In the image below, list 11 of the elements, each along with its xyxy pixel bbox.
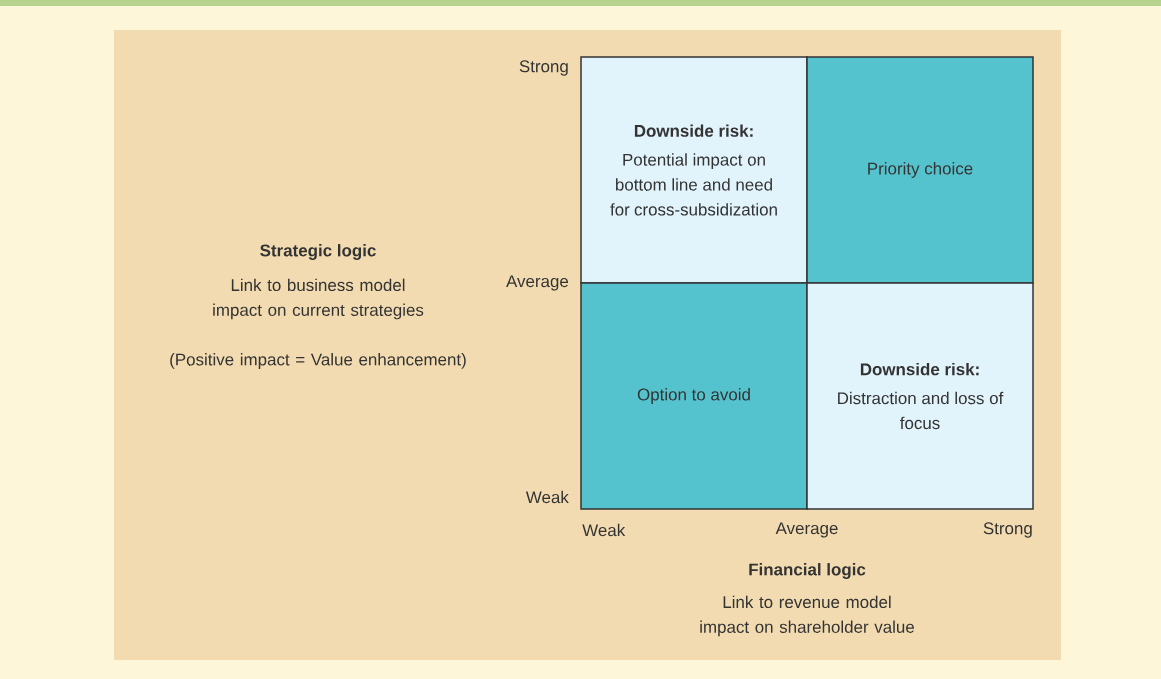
- quadrant-box: Downside risk: Potential impact on bottom line and need for cross-subsidization: [580, 56, 808, 284]
- axis-title: Strategic logic: [260, 244, 376, 260]
- quadrant-box: Priority choice: [806, 56, 1034, 284]
- axis-title: Financial logic: [749, 563, 866, 579]
- quadrant-box: Downside risk: Distraction and loss of focus: [806, 282, 1034, 510]
- axis-description: Link to business model impact on current strategies: [213, 278, 424, 320]
- axis-tick-label: Average: [775, 522, 838, 538]
- axis-tick-label: Average: [506, 275, 569, 291]
- quadrant-box: Option to avoid: [580, 282, 808, 510]
- axis-description: Link to revenue model impact on shareholder value: [700, 595, 914, 637]
- axis-description: (Positive impact = Value enhancement): [170, 353, 466, 369]
